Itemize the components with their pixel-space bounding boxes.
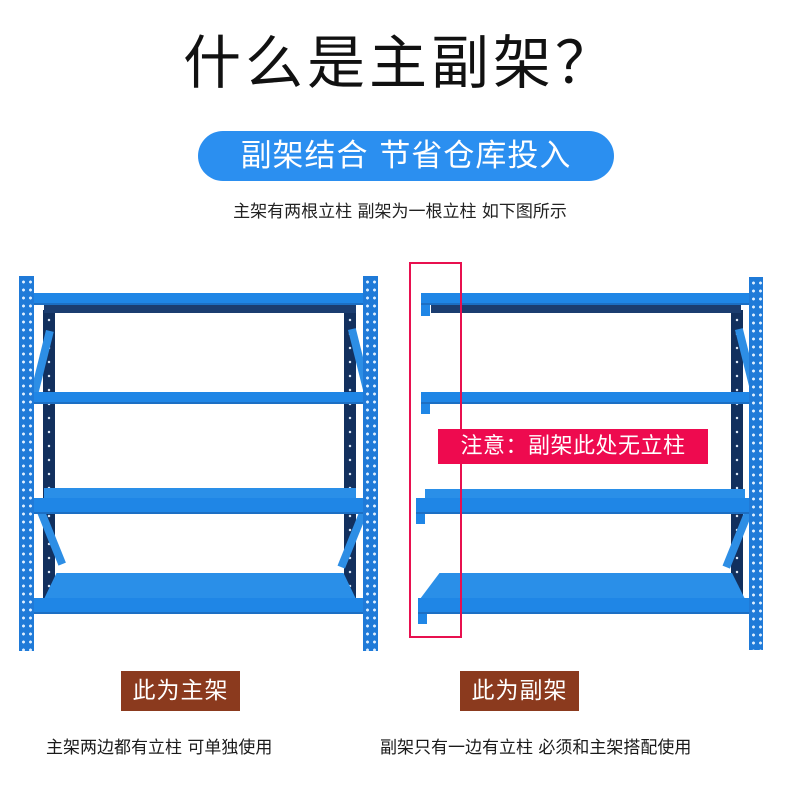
shelf-underside: [44, 305, 356, 313]
sub-rack-label: 此为副架: [460, 671, 579, 711]
shelf-underside: [431, 305, 741, 313]
note-banner: 注意：副架此处无立柱: [438, 429, 708, 464]
rack-front-upright-right: [363, 276, 378, 651]
sub-rack-caption: 副架只有一边有立柱 必须和主架搭配使用: [380, 738, 692, 758]
shelf-level-3: [416, 498, 749, 514]
shelf-level-3: [33, 498, 363, 514]
shelf-end-bracket: [421, 404, 430, 414]
shelf-level-2: [33, 392, 363, 404]
highlight-banner: 副架结合 节省仓库投入: [198, 131, 614, 181]
main-rack-illustration: [0, 0, 400, 660]
shelf-surface: [44, 488, 356, 498]
shelf-end-bracket: [421, 305, 430, 316]
main-rack-caption: 主架两边都有立柱 可单独使用: [46, 738, 273, 758]
shelf-end-bracket: [416, 514, 425, 524]
rack-front-upright-left: [19, 276, 34, 651]
shelf-level-1: [421, 293, 749, 305]
shelf-surface: [420, 573, 745, 599]
shelf-level-4: [418, 598, 749, 614]
page-title: 什么是主副架？: [182, 29, 617, 97]
shelf-end-bracket: [418, 614, 427, 624]
shelf-surface: [425, 489, 745, 499]
rack-front-upright-right: [749, 277, 763, 650]
shelf-level-1: [33, 293, 363, 305]
shelf-surface: [44, 573, 356, 599]
main-rack-label: 此为主架: [121, 671, 240, 711]
shelf-level-2: [421, 392, 749, 404]
shelf-level-4: [33, 598, 363, 614]
subtitle: 主架有两根立柱 副架为一根立柱 如下图所示: [233, 202, 567, 222]
sub-rack-illustration: [416, 277, 763, 650]
